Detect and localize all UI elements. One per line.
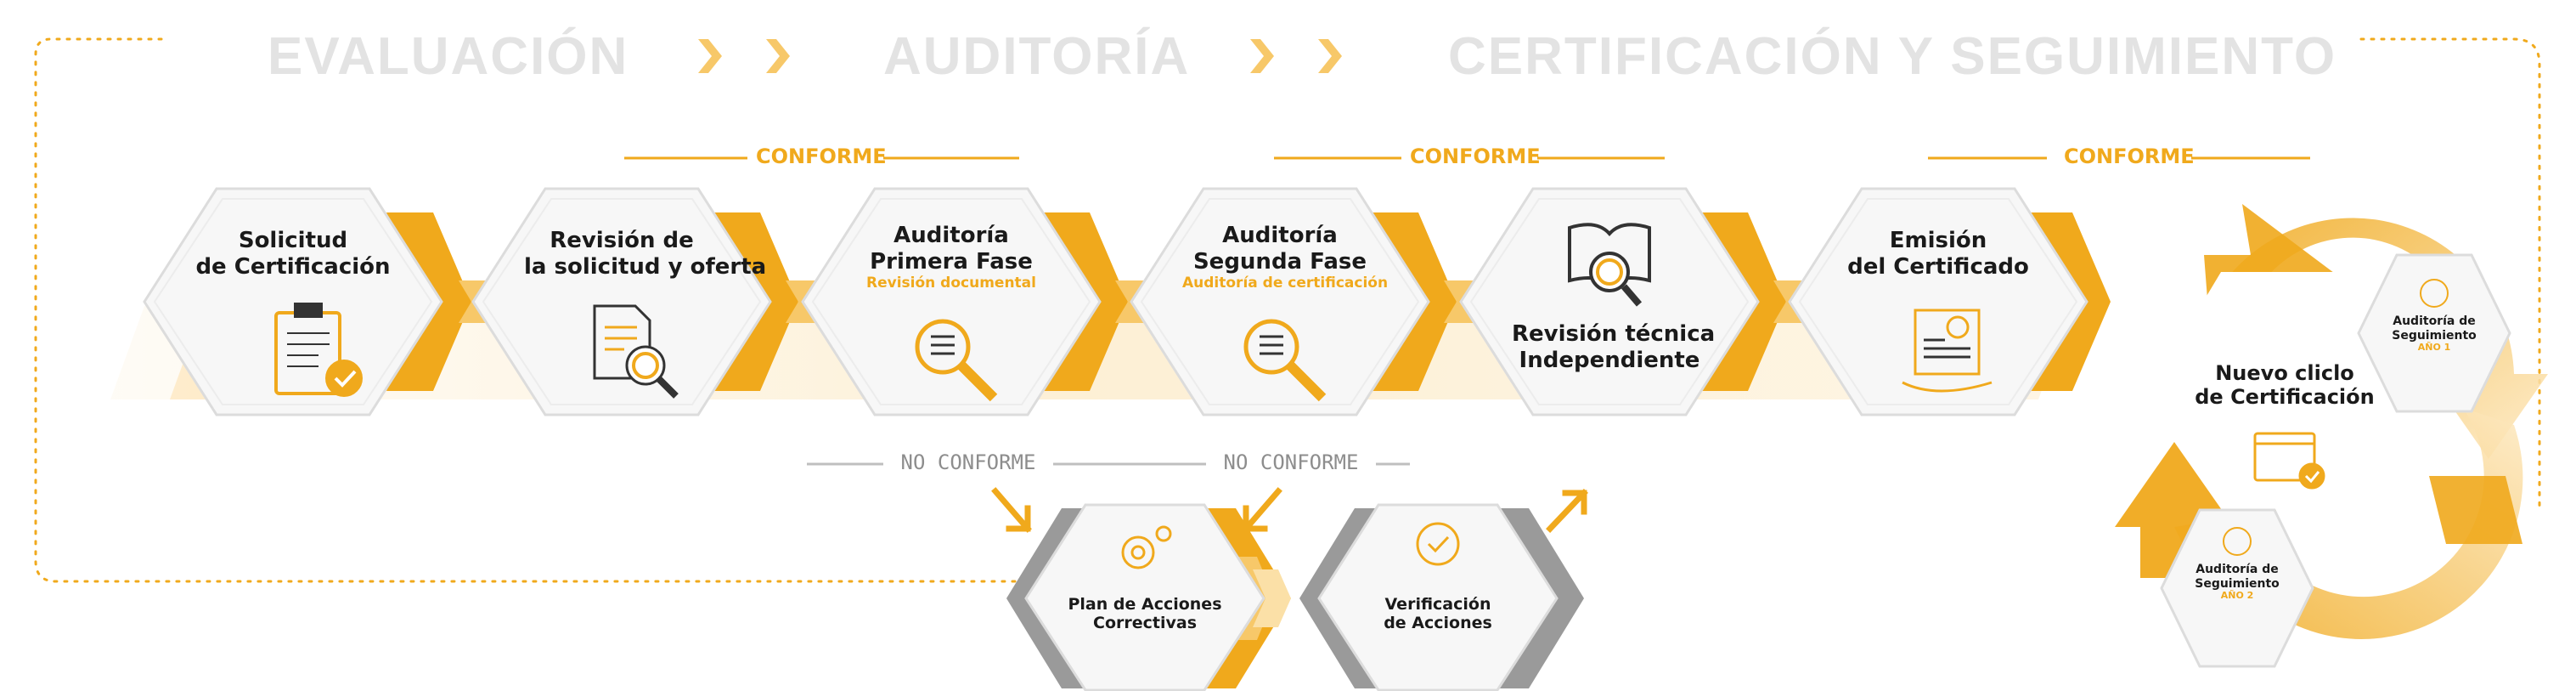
cycle-title-line1: Nuevo cliclo	[2215, 361, 2354, 385]
step-primera-line2: Primera Fase	[870, 248, 1033, 275]
arrow-up-right	[1546, 489, 1588, 533]
hexagon-auditoria-primera	[801, 187, 1102, 416]
calendar-search-icon	[2223, 279, 2449, 556]
hexagon-emision	[1788, 187, 2088, 416]
no-conforme-label: NO CONFORME	[1223, 450, 1359, 474]
step-solicitud: Solicitud de Certificación	[195, 228, 391, 280]
conforme-label: CONFORME	[2064, 144, 2195, 168]
hexagon-revision-solicitud	[471, 187, 772, 416]
verificacion-line1: Verificación	[1384, 595, 1491, 614]
seg1-line1: Auditoría de	[2393, 314, 2476, 328]
seguimiento-1: Auditoría de Seguimiento AÑO 1	[2379, 314, 2489, 354]
seg2-year: AÑO 2	[2220, 590, 2254, 602]
step-tecnica-line2: Independiente	[1519, 347, 1700, 373]
no-conforme-label: NO CONFORME	[900, 450, 1036, 474]
step-emision: Emisión del Certificado	[1840, 228, 2036, 280]
step-revision-solicitud: Revisión de la solicitud y oferta	[524, 228, 767, 280]
chevron-right-icon	[766, 39, 790, 73]
step-segunda-line1: Auditoría	[1222, 223, 1338, 248]
hexagon-solicitud	[143, 187, 443, 416]
step-revision-line2: la solicitud y oferta	[524, 253, 767, 280]
step-segunda-sub: Auditoría de certificación	[1182, 275, 1389, 292]
step-revision-line1: Revisión de	[550, 228, 694, 253]
step-auditoria-primera: Auditoría Primera Fase Revisión document…	[854, 223, 1049, 292]
cycle-title: Nuevo cliclo de Certificación	[2191, 361, 2378, 410]
arrow-down-right	[991, 487, 1032, 533]
step-verificacion: Verificación de Acciones	[1357, 595, 1519, 633]
step-revision-tecnica: Revisión técnica Independiente	[1512, 321, 1716, 373]
hexagon-nuevo-ciclo	[2157, 272, 2412, 484]
step-primera-sub: Revisión documental	[866, 275, 1036, 292]
seg2-line1: Auditoría de	[2196, 563, 2279, 576]
step-plan-acciones: Plan de Acciones Correctivas	[1064, 595, 1226, 633]
seguimiento-2: Auditoría de Seguimiento AÑO 2	[2182, 563, 2292, 602]
step-solicitud-line1: Solicitud	[238, 228, 348, 253]
clipboard-check-icon	[274, 303, 363, 397]
step-hexagons	[143, 187, 2088, 416]
plan-line1: Plan de Acciones	[1068, 595, 1222, 614]
calendar-check-icon	[2253, 432, 2325, 490]
check-circle-icon	[1416, 522, 1460, 566]
step-tecnica-line1: Revisión técnica	[1512, 321, 1716, 347]
conforme-label: CONFORME	[1410, 144, 1541, 168]
step-segunda-line2: Segunda Fase	[1192, 248, 1367, 275]
dotted-frame	[34, 37, 2541, 583]
seg1-year: AÑO 1	[2417, 342, 2451, 354]
step-emision-line2: del Certificado	[1847, 253, 2029, 280]
magnifier-list-icon-2	[1243, 319, 1327, 402]
plan-line2: Correctivas	[1093, 614, 1197, 633]
hexagon-auditoria-segunda	[1130, 187, 1430, 416]
hexagon-plan	[1024, 503, 1265, 691]
chevron-right-icon	[698, 39, 722, 73]
conforme-label: CONFORME	[756, 144, 887, 168]
book-search-icon	[1568, 223, 1651, 307]
seg1-line2: Seguimiento	[2392, 328, 2477, 343]
hexagon-revision-tecnica	[1459, 187, 1760, 416]
step-solicitud-line2: de Certificación	[195, 253, 391, 280]
phase-auditoria: AUDITORÍA	[883, 27, 1191, 86]
step-auditoria-segunda: Auditoría Segunda Fase Auditoría de cert…	[1182, 223, 1389, 292]
gears-icon	[1121, 525, 1172, 569]
certificate-icon	[1902, 309, 1993, 393]
chevron-right-icon	[1250, 39, 1274, 73]
arrow-down-left	[1242, 487, 1282, 533]
corrective-hexagons	[1024, 503, 1559, 691]
seg2-line2: Seguimiento	[2195, 576, 2280, 591]
cycle-hexagons	[2157, 253, 2511, 668]
hexagon-verificacion	[1317, 503, 1559, 691]
step-emision-line1: Emisión	[1889, 228, 1987, 253]
chevron-right-icon	[1318, 39, 1342, 73]
hexagon-seguimiento-1	[2357, 253, 2511, 413]
hexagon-seguimiento-2	[2160, 508, 2314, 668]
phase-evaluacion: EVALUACIÓN	[268, 27, 629, 86]
document-search-icon	[593, 304, 679, 399]
magnifier-list-icon-1	[915, 319, 998, 402]
cycle-title-line2: de Certificación	[2195, 385, 2375, 410]
verificacion-line2: de Acciones	[1384, 614, 1492, 633]
flow-small-arrows	[991, 487, 1588, 533]
step-primera-line1: Auditoría	[893, 223, 1009, 248]
phase-certificacion: CERTIFICACIÓN Y SEGUIMIENTO	[1448, 27, 2337, 86]
